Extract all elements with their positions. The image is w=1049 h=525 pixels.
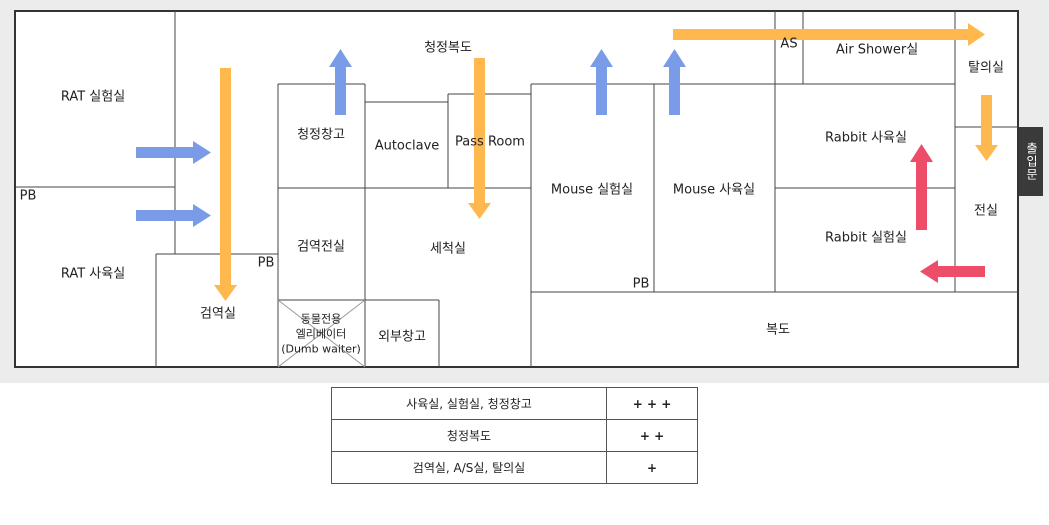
legend-level: + +	[606, 419, 698, 452]
as-label: AS	[780, 36, 798, 52]
blue-arrow-clean-storage	[329, 49, 352, 115]
blue-arrow-mouse-lab	[590, 49, 613, 115]
blue-arrow-rat-lab	[136, 141, 211, 164]
anteroom-label: 전실	[974, 203, 998, 219]
corridor-label: 복도	[766, 322, 790, 338]
rabbit-lab-label: Rabbit 실험실	[825, 230, 907, 246]
pass-room-label: Pass Room	[455, 134, 525, 150]
orange-arrow-corridor-top	[673, 23, 985, 46]
air-shower-label: Air Shower실	[835, 42, 919, 58]
building-outline	[14, 10, 1019, 368]
clean-corridor-label: 청정복도	[424, 40, 472, 56]
entrance-label: 출입문	[1024, 142, 1039, 181]
red-arrow-rabbit-lab	[910, 144, 933, 230]
dumbwaiter-label: 동물전용 엘리베이터 (Dumb waiter)	[281, 312, 361, 356]
legend-level: + + +	[606, 387, 698, 420]
washing-room-label: 세척실	[430, 241, 466, 257]
legend-row: 검역실, A/S실, 탈의실 +	[331, 451, 698, 484]
legend-level: +	[606, 451, 698, 484]
entrance-door[interactable]: 출입문	[1019, 127, 1043, 196]
mouse-breeding-label: Mouse 사육실	[672, 182, 756, 198]
legend-row: 사육실, 실험실, 청정창고 + + +	[331, 387, 698, 420]
rabbit-breeding-label: Rabbit 사육실	[825, 130, 907, 146]
floor-plan	[14, 10, 1019, 368]
pb-quarantine-label: PB	[257, 255, 275, 271]
orange-arrow-quarantine	[214, 68, 237, 301]
legend-areas: 검역실, A/S실, 탈의실	[331, 451, 607, 484]
red-arrow-corridor	[920, 260, 985, 283]
orange-arrow-washing	[468, 58, 491, 219]
legend-row: 청정복도 + +	[331, 419, 698, 452]
orange-arrow-anteroom	[975, 95, 998, 161]
outer-storage-label: 외부창고	[378, 329, 426, 345]
legend-areas: 사육실, 실험실, 청정창고	[331, 387, 607, 420]
quarantine-anteroom-label: 검역전실	[297, 239, 345, 255]
quarantine-label: 검역실	[200, 306, 236, 322]
rat-breeding-label: RAT 사육실	[60, 266, 126, 282]
blue-arrow-rat-breeding	[136, 204, 211, 227]
blue-arrow-mouse-breeding	[663, 49, 686, 115]
mouse-lab-label: Mouse 실험실	[550, 182, 634, 198]
rat-lab-label: RAT 실험실	[60, 89, 126, 105]
cleanliness-legend-table: 사육실, 실험실, 청정창고 + + + 청정복도 + + 검역실, A/S실,…	[331, 387, 698, 484]
legend-areas: 청정복도	[331, 419, 607, 452]
pb-mouse-label: PB	[632, 276, 650, 292]
autoclave-label: Autoclave	[374, 138, 440, 154]
clean-storage-label: 청정창고	[297, 127, 345, 143]
pb-left-label: PB	[19, 188, 37, 204]
undressing-room-label: 탈의실	[968, 60, 1004, 76]
